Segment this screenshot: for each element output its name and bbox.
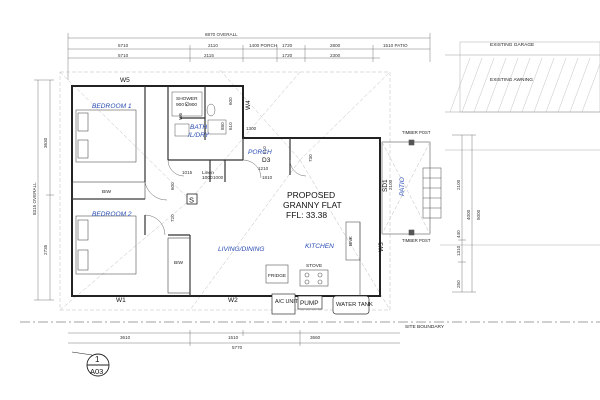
top-sub-dim-3: 1720 — [282, 53, 293, 58]
external-equipment — [271, 293, 370, 315]
top-dim-4: 1720 — [282, 43, 293, 48]
right-dim-5: 440 — [456, 230, 461, 238]
top-sub-dim-2: 2115 — [204, 53, 214, 58]
window-w2-label: W2 — [228, 297, 238, 304]
smoke-detector-label: S — [189, 196, 194, 205]
inner-dim-4: 600 — [170, 182, 175, 190]
top-dim-3: 1400 PORCH — [249, 43, 277, 48]
left-dim-2: 2735 — [43, 244, 48, 255]
bottom-dim-2: 1510 — [228, 335, 239, 340]
smoke-detector-box — [186, 193, 198, 205]
bedroom-1-label: BEDROOM 1 — [92, 103, 132, 110]
patio-label: PATIO — [399, 177, 406, 196]
water-tank-box — [332, 295, 370, 315]
inner-dim-8: 1300 — [246, 126, 257, 131]
top-sub-dim-4: 2300 — [330, 53, 341, 58]
ac-unit-box — [271, 293, 296, 315]
shower-label: SHOWER — [176, 96, 198, 102]
bottom-dim-4: 3660 — [310, 335, 321, 340]
existing-structures — [440, 41, 600, 246]
right-dim-4: 1310 — [456, 245, 461, 256]
door-d3-label: D3 — [262, 157, 271, 164]
proposed-line-2: GRANNY FLAT — [283, 200, 342, 210]
external-walls — [71, 85, 381, 297]
top-dim-2: 2110 — [208, 43, 218, 48]
linen-label: Linen — [202, 170, 214, 176]
bir1-label: BIW — [102, 189, 112, 195]
bedroom-2-label: BEDROOM 2 — [92, 211, 132, 218]
drawing-reference-marker — [71, 351, 110, 377]
window-w3-label: W3 — [378, 242, 385, 252]
bathroom-fixtures — [171, 91, 227, 137]
ac-unit-label: A/C UNIT — [275, 299, 299, 305]
inner-dim-11: 720 — [170, 214, 175, 222]
inner-dim-7: 1015 — [182, 170, 193, 175]
inner-dim-5: 1210 — [258, 166, 269, 171]
inner-dim-1: 600 — [228, 97, 233, 105]
inner-dim-12: 1000 — [213, 175, 224, 180]
inner-dim-3: 880 — [220, 122, 225, 130]
inner-dim-10: 730 — [308, 154, 313, 162]
right-dim-1: 2100 — [456, 179, 461, 190]
water-tank-label: WATER TANK — [336, 302, 373, 308]
top-dim-5: 2800 — [330, 43, 341, 48]
top-sub-dim-1: 5710 — [118, 53, 129, 58]
living-dining-label: LIVING/DINING — [218, 246, 265, 253]
pump-label: PUMP — [300, 300, 318, 307]
bottom-dim-3: 5770 — [232, 345, 243, 350]
inner-dim-6: 1810 — [262, 175, 273, 180]
bench-label: BNK — [348, 235, 354, 246]
proposed-line-3: FFL: 33.38 — [286, 210, 327, 220]
window-w4-label: W4 — [245, 100, 252, 110]
fridge-label: FRIDGE — [268, 273, 286, 279]
dimension-lines — [34, 33, 476, 346]
laundry-label: /L/DRY — [187, 132, 210, 139]
bir2-label: BIW — [174, 260, 184, 266]
kitchen-fixtures — [265, 221, 361, 296]
stove-label: STOVE — [306, 263, 322, 269]
inner-dim-9: 610 — [262, 146, 267, 154]
window-w6-label: W6 — [178, 113, 183, 120]
pump-box — [297, 295, 323, 310]
porch-label: PORCH — [248, 149, 272, 156]
bottom-dim-1: 3610 — [120, 335, 131, 340]
window-w5-label: W5 — [120, 77, 130, 84]
patio-area — [381, 139, 442, 236]
proposed-line-1: PROPOSED — [287, 190, 335, 200]
built-in-wardrobes — [71, 181, 191, 294]
bath-label: BATH — [190, 124, 207, 131]
beds — [75, 109, 137, 275]
door-swings — [144, 159, 307, 236]
right-dim-2: 4000 — [466, 209, 471, 220]
right-dim-3: 5000 — [476, 209, 481, 220]
shower-size-label: 900 x 900 — [176, 102, 197, 108]
linen-size-label: 1000 — [202, 175, 213, 181]
overall-top-dim: 8870 OVERALL — [205, 32, 238, 37]
left-dim-1: 3630 — [43, 137, 48, 148]
top-dim-1: 5710 — [118, 43, 129, 48]
existing-awning-label: EXISTING AWNING — [490, 77, 533, 83]
sd1-label: SD1 — [382, 179, 389, 192]
roof-hip-lines — [59, 69, 391, 311]
right-dim-6: 250 — [456, 280, 461, 288]
window-w1-label: W1 — [116, 297, 126, 304]
inner-dim-2: 610 — [228, 122, 233, 130]
timber-post-bottom-label: TIMBER POST — [402, 238, 431, 243]
site-boundary-label: SITE BOUNDARY — [405, 324, 445, 330]
top-dim-6: 1510 PATIO — [383, 43, 408, 48]
reference-number: 1 — [95, 355, 100, 364]
reference-sheet: A03 — [90, 367, 103, 376]
kitchen-label: KITCHEN — [305, 243, 334, 250]
overall-left-dim: 8315 OVERALL — [32, 182, 37, 215]
inner-dim-13: 2100 — [388, 179, 393, 190]
timber-post-top-label: TIMBER POST — [402, 130, 431, 135]
existing-garage-label: EXISTING GARAGE — [490, 42, 534, 48]
